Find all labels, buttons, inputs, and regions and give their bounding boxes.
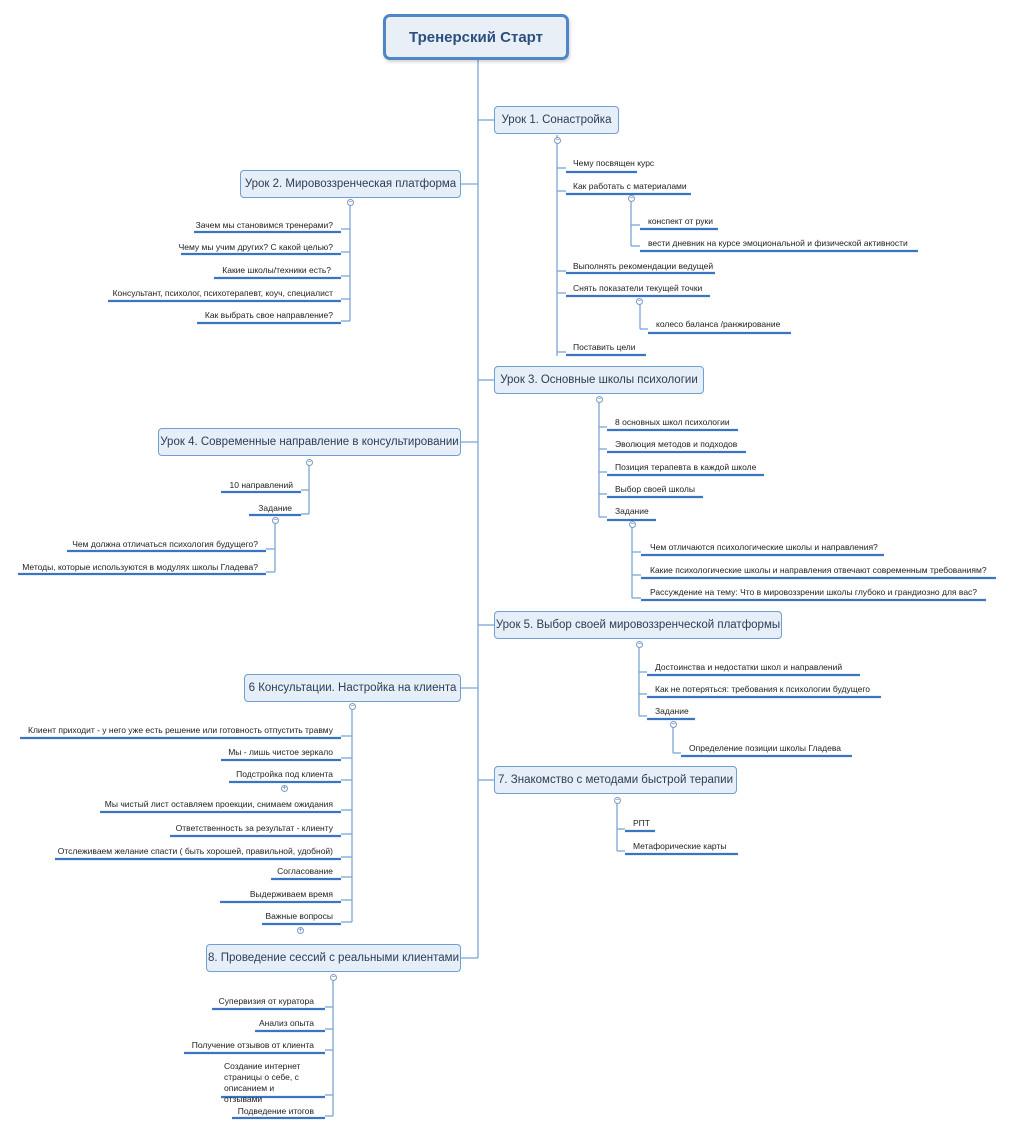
leaf-item: Создание интернет страницы о себе, с опи… <box>224 1061 301 1104</box>
leaf-item: Ответственность за результат - клиенту <box>175 823 333 833</box>
leaf-item: Методы, которые используются в модулях ш… <box>22 562 258 572</box>
leaf-item: Задание <box>615 506 649 516</box>
leaf-item: Чем отличаются психологические школы и н… <box>650 542 878 552</box>
collapse-icon[interactable]: − <box>636 641 643 648</box>
leaf-item: Выполнять рекомендации ведущей <box>573 261 714 271</box>
topic-lesson-5[interactable]: Урок 5. Выбор своей мировоззренческой пл… <box>494 611 782 639</box>
leaf-item: Снять показатели текущей точки <box>573 283 703 293</box>
leaf-item: Подстройка под клиента <box>236 769 333 779</box>
topic-lesson-7[interactable]: 7. Знакомство с методами быстрой терапии <box>494 766 737 794</box>
leaf-item: Согласование <box>277 866 333 876</box>
expand-icon[interactable]: + <box>281 785 288 792</box>
leaf-item: вести дневник на курсе эмоциональной и ф… <box>648 238 908 248</box>
leaf-item: Анализ опыта <box>258 1018 314 1028</box>
leaf-item: Рассуждение на тему: Что в мировоззрении… <box>650 587 978 597</box>
leaf-item: Какие психологические школы и направлени… <box>650 565 987 575</box>
leaf-item: Супервизия от куратора <box>218 996 314 1006</box>
topic-lesson-1[interactable]: Урок 1. Сонастройка <box>494 106 619 134</box>
leaf-item: Задание <box>655 706 689 716</box>
collapse-icon[interactable]: − <box>636 298 643 305</box>
leaf-item: Как выбрать свое направление? <box>204 310 333 320</box>
leaf-item: Какие школы/техники есть? <box>222 265 331 275</box>
collapse-icon[interactable]: − <box>349 703 356 710</box>
leaf-item: 10 направлений <box>229 480 294 490</box>
leaf-item: Как не потеряться: требования к психолог… <box>655 684 870 694</box>
topic-lesson-3[interactable]: Урок 3. Основные школы психологии <box>494 366 704 394</box>
collapse-icon[interactable]: − <box>614 797 621 804</box>
leaf-item: Чем должна отличаться психология будущег… <box>72 539 258 549</box>
collapse-icon[interactable]: − <box>330 974 337 981</box>
leaf-item: Эволюция методов и подходов <box>615 439 738 449</box>
leaf-item: Консультант, психолог, психотерапевт, ко… <box>112 288 333 298</box>
leaf-item: Подведение итогов <box>237 1106 314 1116</box>
leaf-item: Выбор своей школы <box>615 484 695 494</box>
leaf-item: Получение отзывов от клиента <box>191 1040 314 1050</box>
collapse-icon[interactable]: − <box>629 521 636 528</box>
leaf-item: 8 основных школ психологии <box>615 417 730 427</box>
leaf-item: Мы чистый лист оставляем проекции, снима… <box>104 799 333 809</box>
collapse-icon[interactable]: − <box>306 459 313 466</box>
leaf-item: Позиция терапевта в каждой школе <box>615 462 757 472</box>
leaf-item: Клиент приходит - у него уже есть решени… <box>28 725 333 735</box>
topic-lesson-6[interactable]: 6 Консультации. Настройка на клиента <box>244 674 461 702</box>
collapse-icon[interactable]: − <box>272 517 279 524</box>
leaf-item: Определение позиции школы Гладева <box>689 743 841 753</box>
leaf-item: Задание <box>258 503 292 513</box>
collapse-icon[interactable]: − <box>628 195 635 202</box>
central-topic[interactable]: Тренерский Старт <box>383 14 569 60</box>
leaf-item: РПТ <box>633 818 650 828</box>
leaf-item: Метафорические карты <box>633 841 727 851</box>
leaf-item: Важные вопросы <box>265 911 333 921</box>
leaf-item: Достоинства и недостатки школ и направле… <box>655 662 843 672</box>
leaf-item: Зачем мы становимся тренерами? <box>195 220 333 230</box>
collapse-icon[interactable]: − <box>670 721 677 728</box>
collapse-icon[interactable]: − <box>347 199 354 206</box>
leaf-item: Отслеживаем желание спасти ( быть хороше… <box>57 846 333 856</box>
leaf-item: колесо баланса /ранжирование <box>656 319 781 329</box>
leaf-item: Мы - лишь чистое зеркало <box>228 747 333 757</box>
collapse-icon[interactable]: − <box>554 137 561 144</box>
leaf-item: Чему посвящен курс <box>573 158 655 168</box>
topic-lesson-4[interactable]: Урок 4. Современные направление в консул… <box>158 428 461 456</box>
leaf-item: конспект от руки <box>648 216 714 226</box>
leaf-item: Как работать с материалами <box>573 181 687 191</box>
leaf-item: Поставить цели <box>573 342 636 352</box>
topic-lesson-2[interactable]: Урок 2. Мировоззренческая платформа <box>240 170 461 198</box>
collapse-icon[interactable]: − <box>596 396 603 403</box>
leaf-item: Выдерживаем время <box>249 889 333 899</box>
expand-icon[interactable]: + <box>297 927 304 934</box>
leaf-item: Чему мы учим других? С какой целью? <box>178 242 333 252</box>
topic-lesson-8[interactable]: 8. Проведение сессий с реальными клиента… <box>206 944 461 972</box>
